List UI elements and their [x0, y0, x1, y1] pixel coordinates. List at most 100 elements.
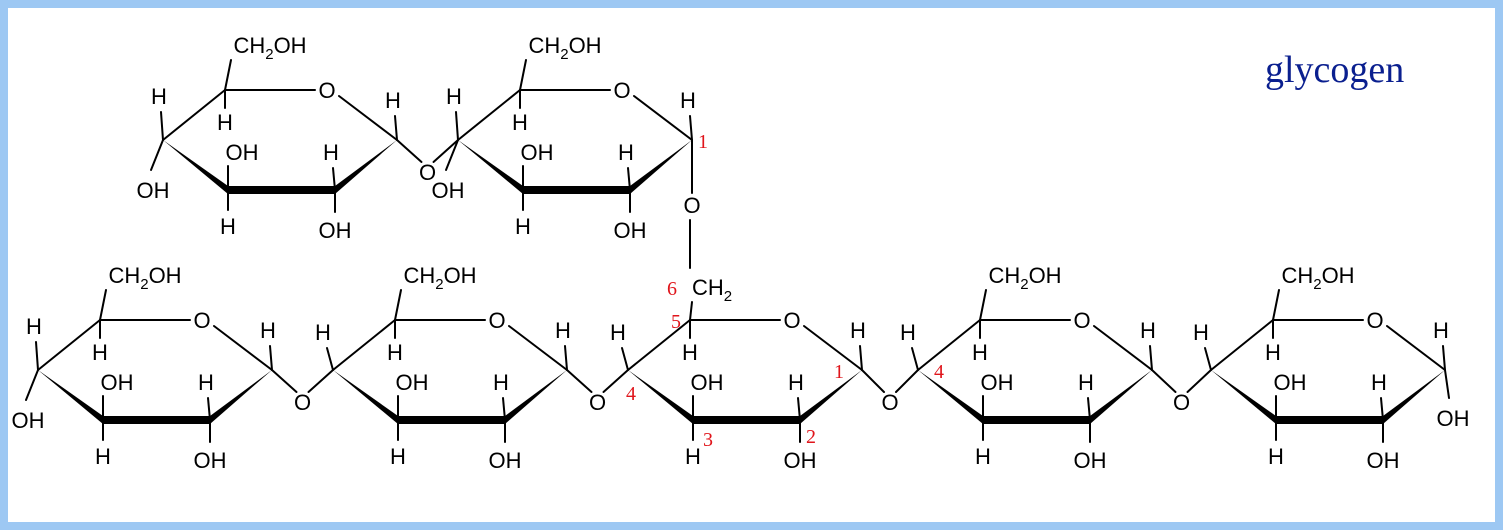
- oh-label: OH: [489, 448, 522, 473]
- number-c1-main: 1: [834, 361, 844, 383]
- ch2-label: CH2: [692, 275, 732, 305]
- ring-oxygen-label: O: [1073, 308, 1090, 333]
- ring-bond-o-c1: [1386, 325, 1446, 371]
- oh-label: OH: [432, 178, 465, 203]
- bond-c5-ch2oh: [979, 289, 987, 321]
- h-label: H: [555, 318, 571, 343]
- link-chain-2-3-bond-a: [566, 369, 593, 393]
- bond-c1-h: [1149, 345, 1153, 371]
- ring-oxygen-label: O: [783, 308, 800, 333]
- ring-wedge-c2-c1: [210, 370, 272, 424]
- bond-c4-h: [326, 347, 334, 371]
- ring-bond-o-c1: [508, 325, 568, 371]
- ring-oxygen-label: O: [613, 78, 630, 103]
- bond-c1-h: [1442, 345, 1446, 371]
- h-label: H: [390, 444, 406, 469]
- link-chain-1-2-bond-b: [307, 369, 334, 393]
- ring-wedge-c4-c3: [163, 140, 228, 194]
- ring-bond-c5-c4: [332, 319, 396, 371]
- h-label: H: [387, 340, 403, 365]
- link-chain-1-2-bond-a: [271, 369, 298, 393]
- ch2oh-label: CH2OH: [1281, 263, 1354, 293]
- link-chain-3-4-oxygen: O: [881, 390, 898, 415]
- bond-c1-oh: [1444, 369, 1450, 399]
- oh-label: OH: [981, 370, 1014, 395]
- ring-bond-c5-c4: [1210, 319, 1274, 371]
- ring-bond-c5-c4: [37, 319, 101, 371]
- ring-wedge-c2-c1: [1383, 370, 1445, 424]
- ring-bond-o-c1: [1093, 325, 1153, 371]
- bond-c4-h: [621, 347, 629, 371]
- ring-wedge-c4-c3: [1211, 370, 1276, 424]
- h-label: H: [972, 340, 988, 365]
- oh-label: OH: [12, 408, 45, 433]
- bond-c4-oh: [25, 369, 39, 401]
- oh-label: OH: [194, 448, 227, 473]
- ring-bond-o-c1: [213, 325, 273, 371]
- ring-bond-o-c1: [633, 95, 693, 141]
- h-label: H: [515, 214, 531, 239]
- oh-label: OH: [691, 370, 724, 395]
- number-c2: 2: [806, 426, 816, 448]
- h-label: H: [1193, 320, 1209, 345]
- h-label: H: [385, 88, 401, 113]
- bond-c4-h: [160, 111, 164, 141]
- bond-c1-h: [269, 345, 273, 371]
- glucose-rings: CH2OHHOHOHOHHHOHHCH2OHHOHOHOHHHOHHCH2OHH…: [12, 33, 1470, 473]
- link-chain-4-5-oxygen: O: [1173, 390, 1190, 415]
- bond-c2-h: [332, 167, 336, 191]
- oh-label: OH: [319, 218, 352, 243]
- bond-c4-oh: [150, 139, 164, 171]
- oh-label: OH: [137, 178, 170, 203]
- bond-c5-ch2oh: [1272, 289, 1280, 321]
- branch-oxygen: O: [683, 193, 700, 218]
- ring-wedge-c2-c1: [800, 370, 862, 424]
- ring-wedge-c2-c1: [630, 140, 692, 194]
- ring-wedge-c2-c1: [1090, 370, 1152, 424]
- ring-bond-o-c1: [338, 95, 398, 141]
- ring-wedge-c2-c1: [505, 370, 567, 424]
- h-label: H: [1433, 318, 1449, 343]
- h-label: H: [788, 370, 804, 395]
- ch2oh-label: CH2OH: [233, 33, 306, 63]
- ring-bond-o-c1: [803, 325, 863, 371]
- ch2oh-label: CH2OH: [528, 33, 601, 63]
- ch2oh-label: CH2OH: [988, 263, 1061, 293]
- link-branch-1-2-oxygen: O: [419, 160, 436, 185]
- link-branch-1-2-bond-a: [396, 139, 423, 163]
- bond-c4-h: [455, 111, 459, 141]
- bond-c5-ch2oh: [519, 59, 527, 91]
- ring-wedge-c4-c3: [38, 370, 103, 424]
- diagram-title: glycogen: [1265, 49, 1404, 91]
- link-chain-2-3-bond-b: [602, 369, 629, 393]
- link-chain-4-5-bond-a: [1151, 369, 1177, 393]
- bond-c4-h: [35, 341, 39, 371]
- link-chain-1-2-oxygen: O: [294, 390, 311, 415]
- oh-label: OH: [784, 448, 817, 473]
- link-chain-3-4-bond-a: [861, 369, 885, 393]
- h-label: H: [217, 110, 233, 135]
- bond-c2-h: [627, 167, 631, 191]
- ring-bond-c5-c4: [627, 319, 691, 371]
- ring-wedge-c4-c3: [918, 370, 983, 424]
- number-c4-left: 4: [626, 383, 636, 405]
- ring-wedge-c4-c3: [458, 140, 523, 194]
- link-branch-1-2-bond-b: [432, 139, 459, 163]
- ring-bond-c5-c4: [162, 89, 226, 141]
- bond-c2-h: [207, 397, 211, 421]
- h-label: H: [618, 140, 634, 165]
- number-c4-right: 4: [934, 361, 944, 383]
- number-c3: 3: [703, 429, 713, 451]
- bond-c5-ch2oh: [394, 289, 402, 321]
- bond-c4-h: [911, 347, 919, 371]
- oh-label: OH: [1437, 406, 1470, 431]
- bond-c5-ch2oh: [224, 59, 232, 91]
- h-label: H: [685, 444, 701, 469]
- h-label: H: [975, 444, 991, 469]
